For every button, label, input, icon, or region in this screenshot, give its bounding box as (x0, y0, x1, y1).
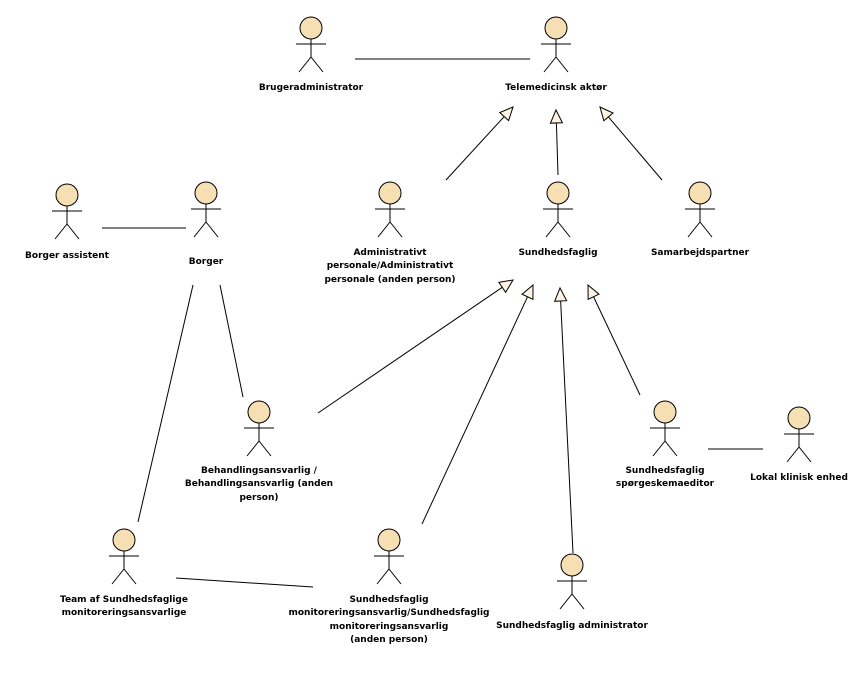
actor-label-line: Lokal klinisk enhed (750, 473, 848, 483)
generalization-arrowhead (521, 283, 534, 301)
actor-head-sundhedsfaglig (546, 181, 570, 205)
actor-label-monitorering: Sundhedsfaglig monitoreringsansvarlig/Sun… (288, 594, 489, 648)
generalization-line (555, 122, 559, 176)
actor-head-monitorering (377, 528, 401, 552)
actor-head-brugeradministrator (299, 16, 323, 40)
actor-label-line: Behandlingsansvarlig (anden (184, 479, 334, 490)
actor-label-line: spørgeskemaeditor (615, 479, 715, 490)
actor-legs-behandlingsansvarlig (246, 440, 272, 457)
actor-label-line: Telemedicinsk aktør (505, 83, 607, 93)
actor-label-brugeradministrator: Brugeradministrator (259, 82, 363, 95)
actor-head-team (112, 528, 136, 552)
actor-legs-spoergeskemaeditor (652, 440, 678, 457)
actor-label-line: Samarbejdspartner (650, 248, 750, 258)
association-line (219, 284, 244, 398)
generalization-arrowhead (549, 108, 564, 124)
actor-head-telemedicinsk (544, 16, 568, 40)
actor-legs-brugeradministrator (298, 56, 324, 73)
generalization-line (593, 296, 641, 396)
actor-label-line: Sundhedsfaglig (518, 248, 598, 258)
actor-label-borger-assistent: Borger assistent (25, 250, 109, 263)
actor-legs-borger-assistent (54, 223, 80, 240)
actor-label-behandlingsansvarlig: Behandlingsansvarlig / Behandlingsansvarl… (185, 465, 333, 505)
actor-legs-telemedicinsk (543, 56, 569, 73)
actor-label-line: personale (anden person) (324, 274, 456, 285)
generalization-arrowhead (587, 283, 600, 301)
generalization-line (421, 296, 528, 525)
actor-label-line: monitoreringsansvarlige (61, 608, 187, 619)
actor-label-line: Borger assistent (25, 251, 109, 261)
generalization-line (445, 116, 505, 181)
generalization-arrowhead (498, 279, 514, 294)
actor-head-spoergeskemaeditor (653, 400, 677, 424)
actor-legs-administrativt (377, 221, 403, 238)
actor-head-borger (194, 181, 218, 205)
actor-label-line: Sundhedsfaglig (625, 466, 705, 476)
generalization-line (560, 300, 574, 554)
actor-head-behandlingsansvarlig (247, 400, 271, 424)
association-line (137, 284, 194, 523)
actor-legs-team (111, 568, 137, 585)
actor-legs-lokal-klinisk (786, 446, 812, 463)
actor-label-line: Sundhedsfaglig (349, 595, 429, 605)
actor-label-lokal-klinisk: Lokal klinisk enhed (750, 472, 848, 485)
actor-label-line: (anden person) (350, 635, 428, 646)
generalization-line (608, 116, 663, 181)
actor-label-line: person) (239, 492, 279, 503)
actor-label-line: Team af Sundhedsfaglige (60, 595, 188, 605)
actor-label-line: personale/Administrativt (326, 261, 454, 272)
actor-label-administrativt: Administrativt personale/Administrativt pe… (324, 247, 455, 287)
generalization-line (317, 286, 503, 414)
generalization-arrowhead (599, 106, 614, 122)
generalization-arrowhead (498, 106, 514, 122)
actor-label-line: Behandlingsansvarlig / (201, 466, 317, 476)
actor-label-telemedicinsk: Telemedicinsk aktør (505, 82, 607, 95)
association-line (175, 577, 314, 588)
actor-head-administrativt (378, 181, 402, 205)
actor-legs-sf-administrator (559, 593, 585, 610)
actor-label-line: Administrativt (353, 248, 427, 258)
actor-label-line: Borger (188, 257, 224, 267)
actor-label-borger: Borger (189, 256, 223, 269)
actor-label-team: Team af Sundhedsfaglige monitoreringsansv… (60, 594, 188, 621)
actor-legs-samarbejdspartner (687, 221, 713, 238)
actor-head-samarbejdspartner (688, 181, 712, 205)
actor-head-borger-assistent (55, 183, 79, 207)
actor-label-line: Sundhedsfaglig administrator (496, 621, 648, 631)
actor-label-line: monitoreringsansvarlig (329, 621, 449, 632)
generalization-arrowhead (553, 286, 568, 302)
actor-label-line: Brugeradministrator (258, 83, 364, 93)
actor-legs-monitorering (376, 568, 402, 585)
actor-label-sundhedsfaglig: Sundhedsfaglig (518, 247, 597, 260)
actor-label-line: monitoreringsansvarlig/Sundhedsfaglig (288, 608, 490, 619)
actor-label-sf-administrator: Sundhedsfaglig administrator (496, 620, 648, 633)
actor-legs-borger (193, 221, 219, 238)
actor-head-sf-administrator (560, 553, 584, 577)
actor-head-lokal-klinisk (787, 406, 811, 430)
actor-label-samarbejdspartner: Samarbejdspartner (651, 247, 749, 260)
actor-legs-sundhedsfaglig (545, 221, 571, 238)
actor-label-spoergeskemaeditor: Sundhedsfaglig spørgeskemaeditor (616, 465, 714, 492)
